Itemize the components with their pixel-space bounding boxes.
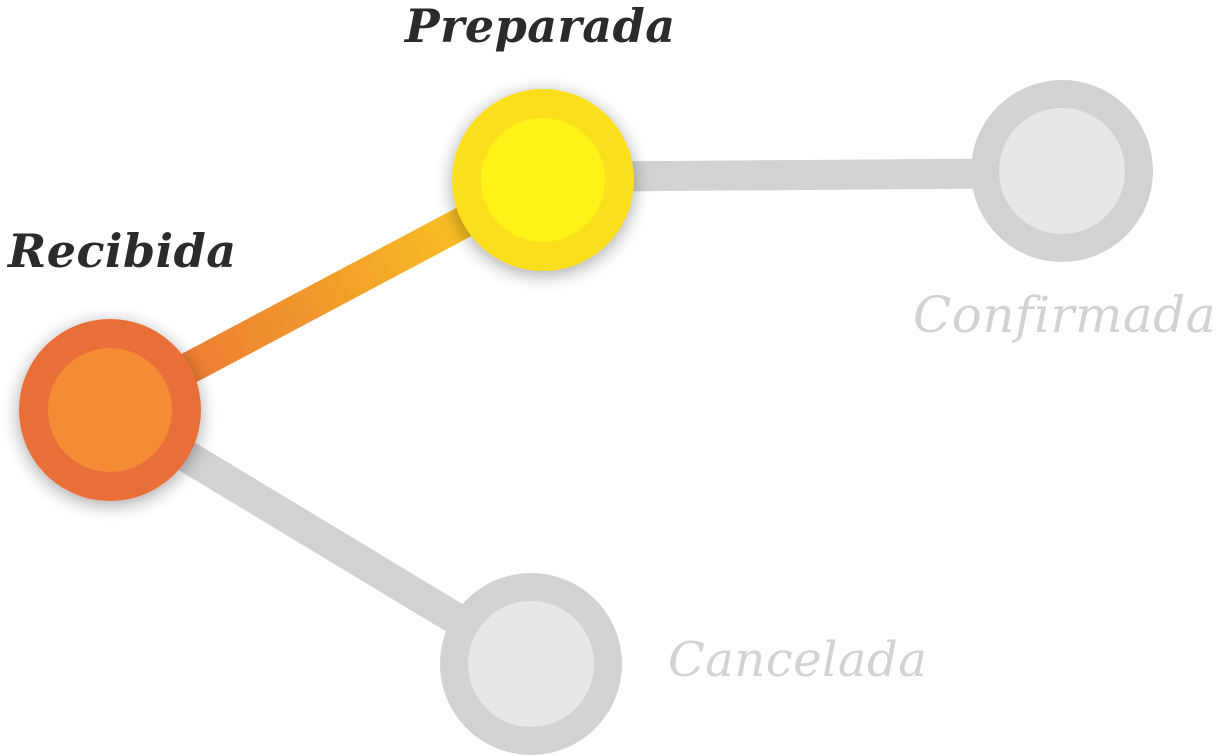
node-recibida bbox=[19, 319, 201, 501]
label-recibida: Recibida bbox=[8, 224, 237, 278]
node-recibida-core bbox=[48, 348, 172, 472]
node-confirmada-core bbox=[999, 108, 1125, 234]
node-preparada bbox=[452, 89, 634, 271]
label-preparada: Preparada bbox=[405, 0, 676, 53]
node-cancelada-core bbox=[468, 601, 594, 727]
node-preparada-core bbox=[481, 118, 605, 242]
node-cancelada bbox=[440, 573, 622, 755]
node-confirmada bbox=[971, 80, 1153, 262]
label-cancelada: Cancelada bbox=[668, 632, 928, 688]
label-confirmada: Confirmada bbox=[913, 286, 1216, 344]
